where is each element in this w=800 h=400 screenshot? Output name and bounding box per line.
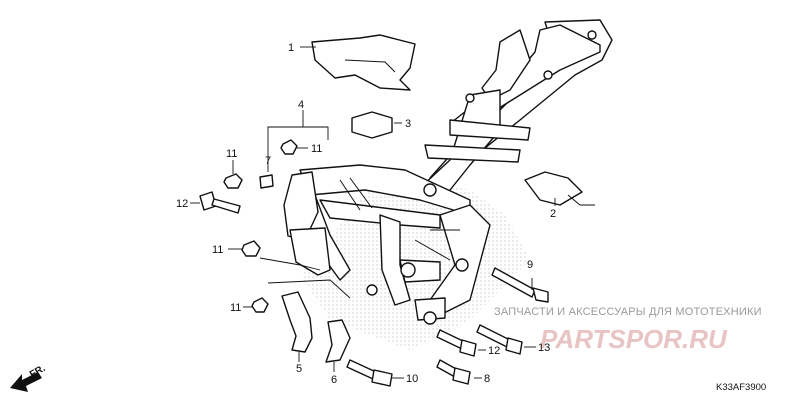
callout-11-lower: 11 <box>230 302 241 314</box>
part-10-bolt <box>346 359 393 387</box>
part-7-rubber <box>259 174 274 189</box>
front-direction-arrow: FR. <box>10 363 48 392</box>
callout-6: 6 <box>331 374 337 386</box>
callout-11-upper-left: 11 <box>226 148 237 160</box>
part-11-nut-c <box>241 240 261 257</box>
part-11-nut-d <box>251 297 269 313</box>
callout-1: 1 <box>288 42 294 54</box>
callout-10: 10 <box>406 373 418 385</box>
callout-12-upper: 12 <box>176 198 188 210</box>
callout-12-lower: 12 <box>488 345 500 357</box>
part-12-bolt-a <box>199 191 241 214</box>
part-1-cover <box>311 34 416 91</box>
part-5-bracket <box>281 291 313 353</box>
svg-text:FR.: FR. <box>28 363 48 381</box>
diagram-code: K33AF3900 <box>716 382 766 393</box>
leader-lines <box>190 46 556 379</box>
callout-2: 2 <box>550 208 556 220</box>
part-3-plate <box>351 111 393 139</box>
watermark-logo: PARTSPOR.RU <box>540 324 728 354</box>
callout-3: 3 <box>405 118 411 130</box>
part-2-plate <box>524 171 583 206</box>
part-13-bolt <box>476 324 523 355</box>
part-11-nut-a <box>223 173 243 189</box>
part-8-bolt <box>436 359 471 385</box>
callout-4: 4 <box>298 99 304 111</box>
main-frame <box>283 19 613 325</box>
part-11-nut-b <box>280 139 298 155</box>
part-12-bolt-b <box>436 329 477 357</box>
callout-11-upper: 11 <box>311 143 322 155</box>
callout-5: 5 <box>296 363 302 375</box>
callout-7: 7 <box>265 155 271 167</box>
callout-9: 9 <box>527 259 533 271</box>
watermark-text: ЗАПЧАСТИ И АКСЕССУАРЫ ДЛЯ МОТОТЕХНИКИ <box>494 306 762 318</box>
callout-11-middle: 11 <box>212 244 223 256</box>
callout-13: 13 <box>538 342 550 354</box>
part-9-bolt <box>491 267 549 303</box>
callout-8: 8 <box>484 373 490 385</box>
part-6-bracket <box>325 319 351 363</box>
